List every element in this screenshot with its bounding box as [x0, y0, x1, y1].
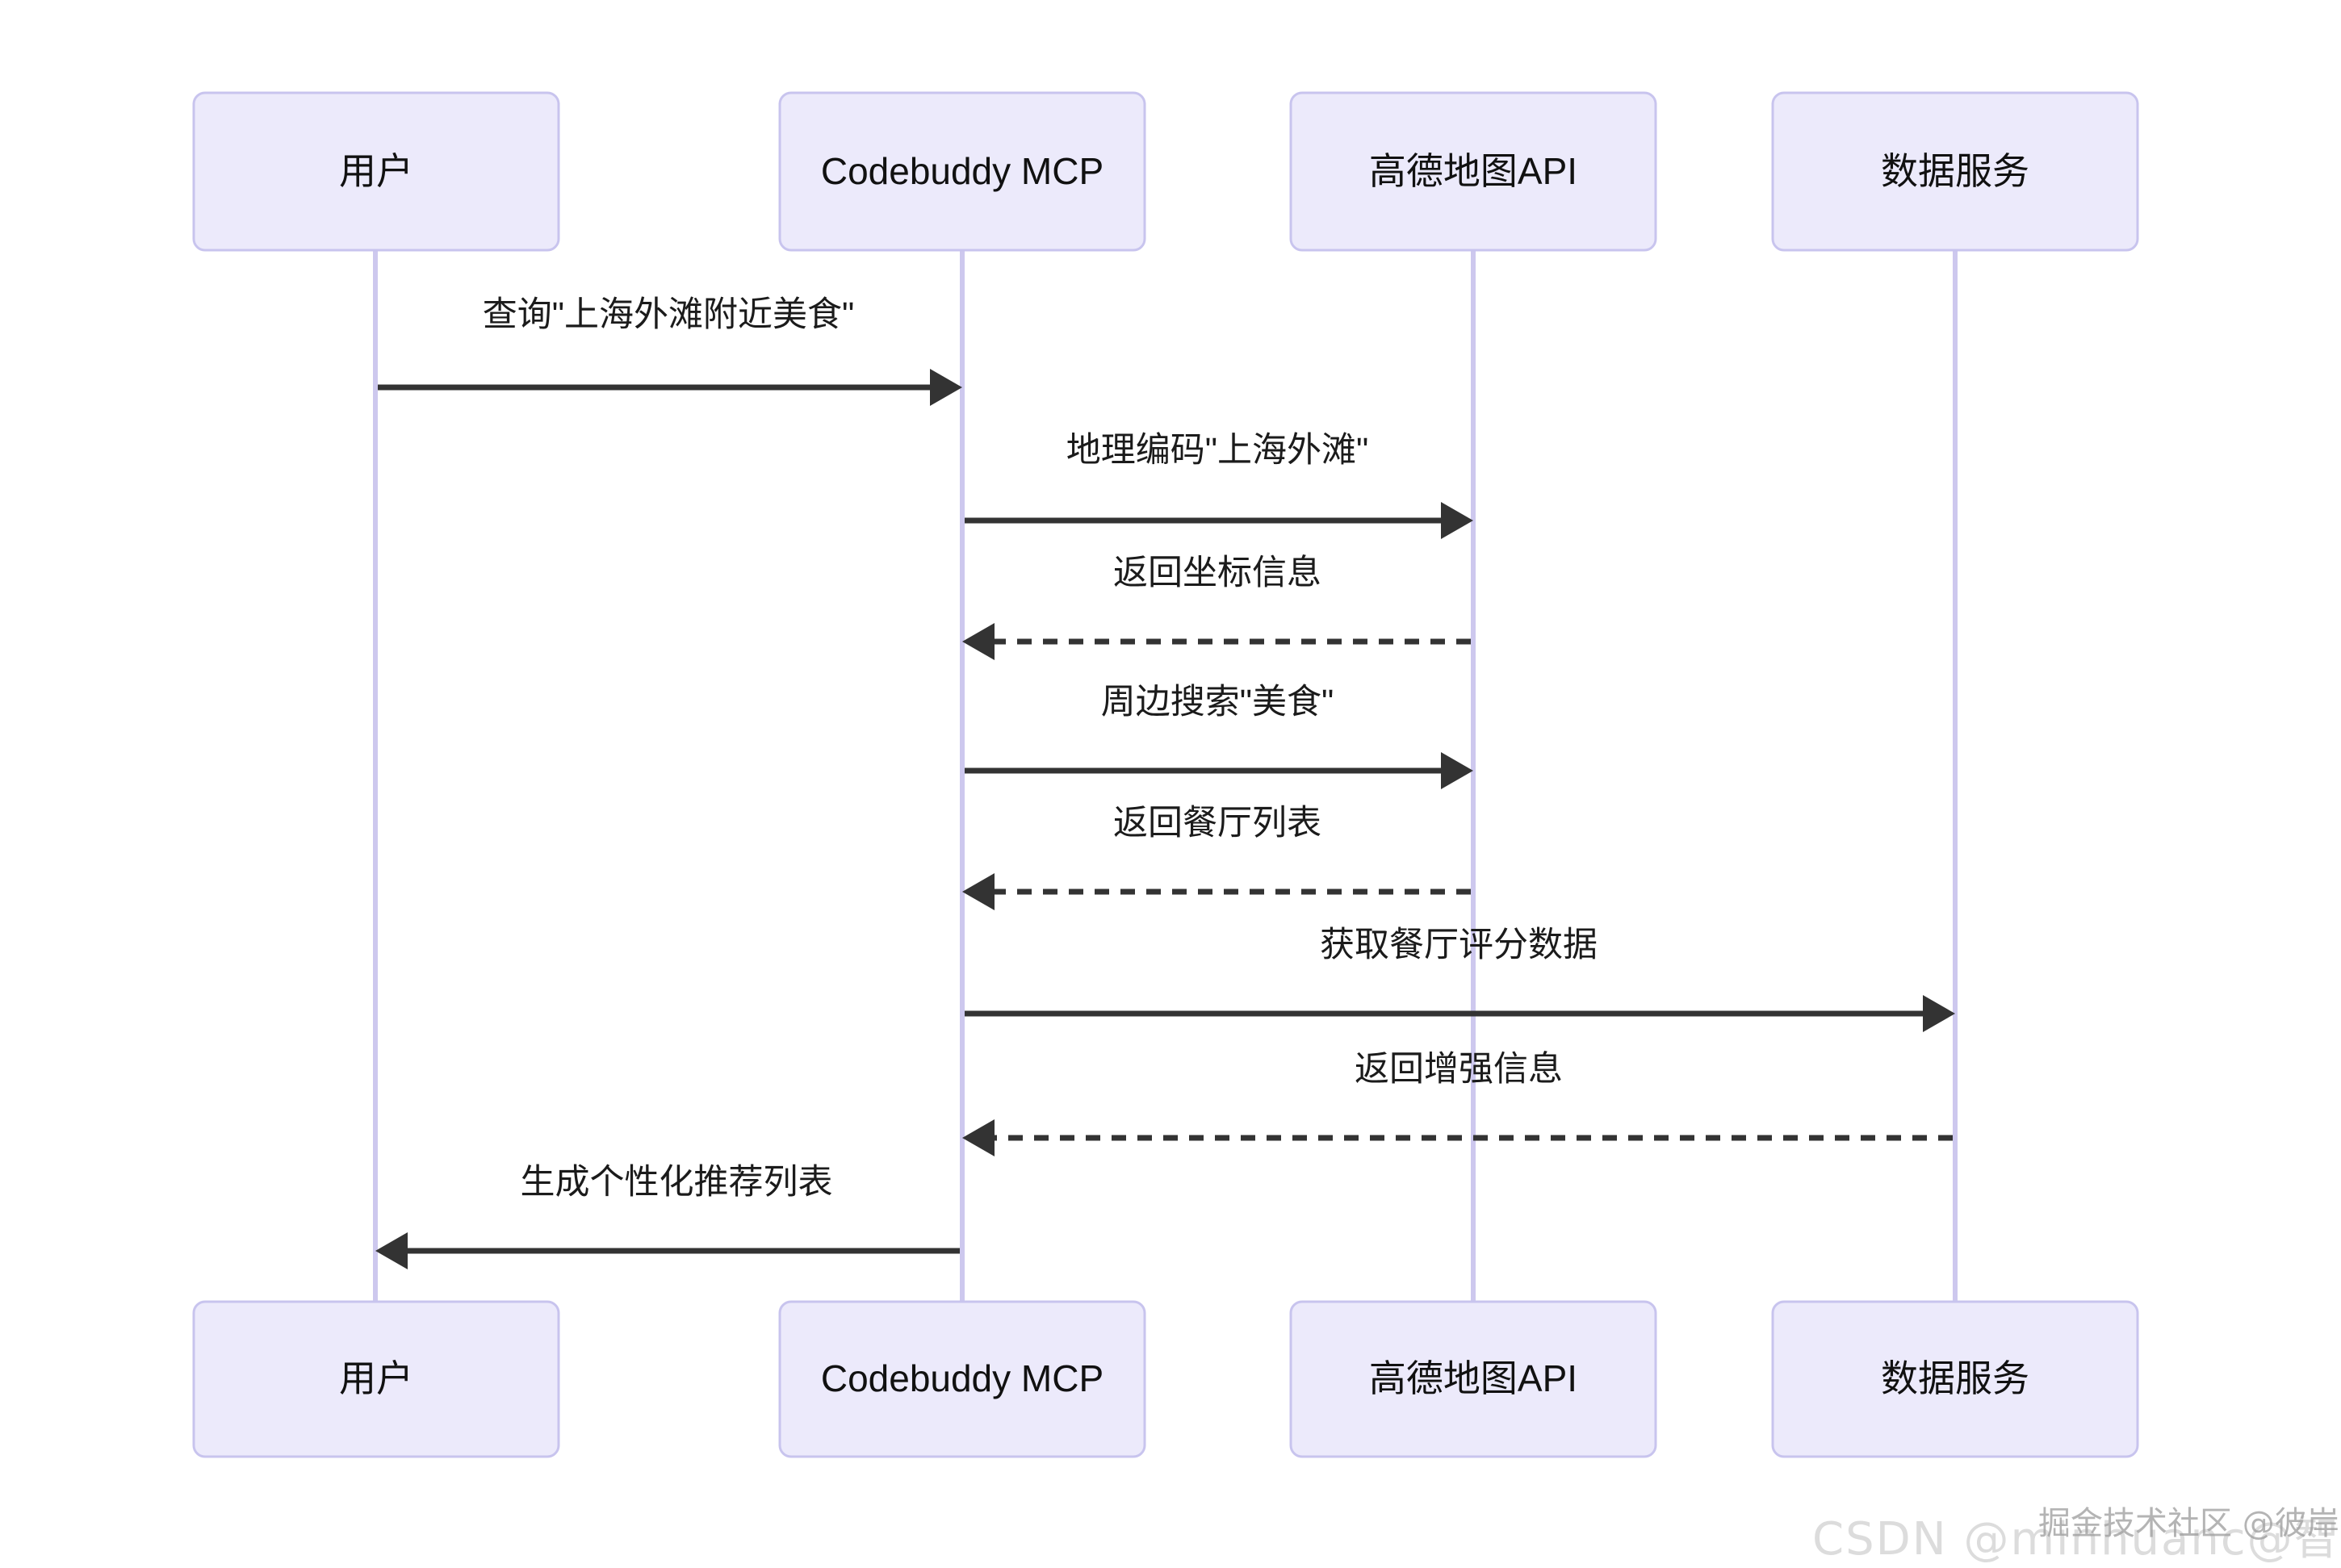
participant-box[interactable] [1771, 1300, 2139, 1458]
arrowhead-left-icon [375, 1232, 408, 1269]
watermark-csdn: CSDN @minhuanc@智循AI [1812, 1513, 2341, 1566]
participant-box[interactable] [1771, 91, 2139, 252]
participant-bottom-codebuddy[interactable]: Codebuddy MCP [778, 1300, 1146, 1458]
message-label: 返回坐标信息 [1113, 554, 1321, 592]
participant-top-user[interactable]: 用户 [192, 91, 560, 252]
participant-box[interactable] [1289, 1300, 1657, 1458]
participant-label: 高德地图API [1369, 150, 1577, 192]
message-4[interactable]: 返回餐厅列表 [962, 804, 1471, 910]
participants-bottom: 用户 Codebuddy MCP 高德地图API 数据服务 [192, 1300, 2139, 1458]
participants-top: 用户 Codebuddy MCP 高德地图API 数据服务 [192, 91, 2139, 252]
message-label: 返回餐厅列表 [1113, 804, 1321, 843]
participant-label: 用户 [339, 150, 413, 192]
participant-box[interactable] [778, 1300, 1146, 1458]
participant-bottom-dataservice[interactable]: 数据服务 [1771, 1300, 2139, 1458]
message-label: 地理编码"上海外滩" [1066, 431, 1369, 470]
message-7[interactable]: 生成个性化推荐列表 [375, 1163, 960, 1269]
message-2[interactable]: 返回坐标信息 [962, 554, 1471, 660]
participant-label: 数据服务 [1881, 150, 2029, 192]
participant-box[interactable] [1289, 91, 1657, 252]
participant-bottom-amap[interactable]: 高德地图API [1289, 1300, 1657, 1458]
participant-top-amap[interactable]: 高德地图API [1289, 91, 1657, 252]
participant-top-codebuddy[interactable]: Codebuddy MCP [778, 91, 1146, 252]
message-0[interactable]: 查询"上海外滩附近美食" [378, 295, 962, 406]
message-label: 获取餐厅评分数据 [1320, 926, 1598, 964]
message-label: 周边搜索"美食" [1101, 683, 1334, 721]
arrowhead-left-icon [962, 873, 995, 910]
arrowhead-right-icon [930, 369, 962, 406]
participant-label: 用户 [339, 1357, 413, 1399]
message-label: 生成个性化推荐列表 [521, 1163, 833, 1202]
message-label: 查询"上海外滩附近美食" [483, 295, 855, 334]
participant-bottom-user[interactable]: 用户 [192, 1300, 560, 1458]
watermark-juejin: 掘金技术社区 @彼岸花开了吗 [2038, 1505, 2341, 1542]
participant-box[interactable] [192, 1300, 560, 1458]
arrowhead-right-icon [1441, 502, 1473, 539]
message-6[interactable]: 返回增强信息 [962, 1050, 1953, 1156]
lifeline-group [373, 250, 1958, 1302]
message-5[interactable]: 获取餐厅评分数据 [965, 926, 1955, 1032]
arrowhead-left-icon [962, 1119, 995, 1156]
participant-label: Codebuddy MCP [821, 150, 1103, 192]
message-1[interactable]: 地理编码"上海外滩" [965, 431, 1473, 539]
participant-label: 数据服务 [1881, 1357, 2029, 1399]
arrowhead-right-icon [1441, 752, 1473, 789]
participant-top-dataservice[interactable]: 数据服务 [1771, 91, 2139, 252]
participant-box[interactable] [192, 91, 560, 252]
message-label: 返回增强信息 [1355, 1050, 1563, 1089]
participant-label: Codebuddy MCP [821, 1357, 1103, 1399]
participant-box[interactable] [778, 91, 1146, 252]
participant-label: 高德地图API [1369, 1357, 1577, 1399]
arrowhead-left-icon [962, 623, 995, 660]
message-3[interactable]: 周边搜索"美食" [965, 683, 1473, 789]
arrowhead-right-icon [1923, 995, 1955, 1032]
